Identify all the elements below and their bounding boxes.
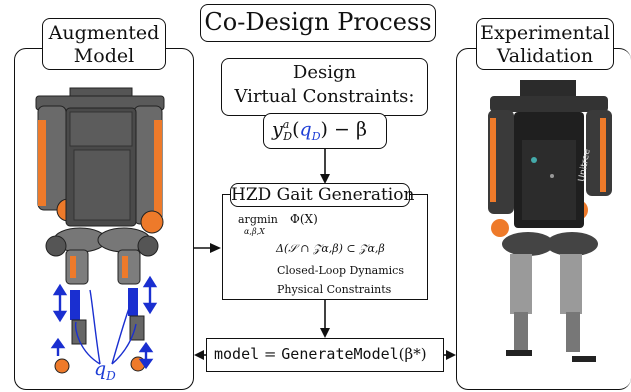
hzd-constraint-dynamics: Closed-Loop Dynamics bbox=[277, 264, 404, 277]
virtual-constraint-formula: yaD(qD) − β bbox=[272, 118, 367, 144]
right-panel-title: Experimental Validation bbox=[476, 18, 614, 70]
page-title: Co-Design Process bbox=[204, 8, 432, 36]
qd-label: qD bbox=[94, 358, 116, 383]
hzd-title: HZD Gait Generation bbox=[231, 185, 415, 205]
hzd-argmin: argmin bbox=[238, 213, 278, 226]
left-title-line1: Augmented bbox=[48, 22, 160, 44]
hzd-argmin-sub: α,β,X bbox=[244, 227, 265, 236]
right-title-line2: Validation bbox=[496, 45, 594, 67]
title-box: Co-Design Process bbox=[200, 4, 436, 42]
design-box: Design Virtual Constraints: bbox=[221, 58, 428, 116]
hzd-constraint-line: Δ(𝒮 ∩ 𝒵α,β) ⊂ 𝒵α,β bbox=[276, 242, 385, 255]
left-title-line2: Model bbox=[73, 45, 135, 67]
right-title-line1: Experimental bbox=[480, 22, 610, 44]
hzd-title-box: HZD Gait Generation bbox=[230, 183, 415, 207]
formula-box bbox=[263, 113, 387, 149]
generate-model-code: model = GenerateModel(β*) bbox=[214, 345, 427, 363]
hzd-box bbox=[222, 194, 428, 300]
hzd-constraint-physical: Physical Constraints bbox=[277, 283, 392, 296]
design-line1: Design bbox=[292, 62, 357, 83]
generate-model-box bbox=[206, 338, 444, 372]
hzd-objective: Φ(X) bbox=[290, 212, 318, 226]
design-line2: Virtual Constraints: bbox=[234, 86, 415, 107]
left-panel-title: Augmented Model bbox=[42, 18, 166, 70]
